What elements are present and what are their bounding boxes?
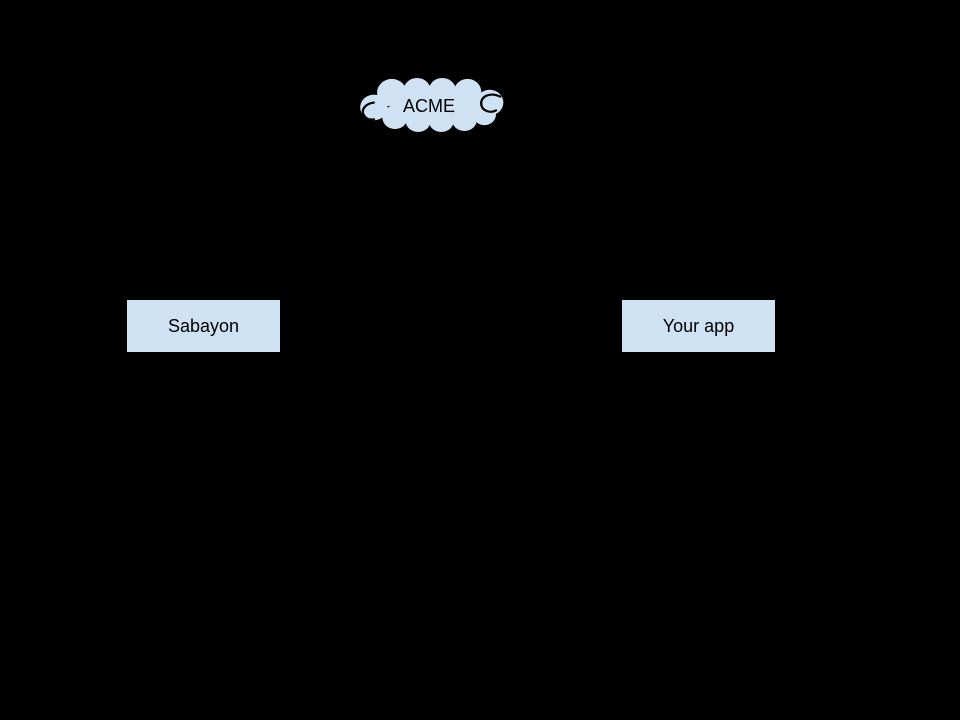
node-your-app: Your app xyxy=(622,300,775,352)
node-sabayon: Sabayon xyxy=(127,300,280,352)
cloud-left-curl xyxy=(361,101,376,121)
node-your-app-label: Your app xyxy=(662,315,735,336)
node-sabayon-label: Sabayon xyxy=(167,315,240,336)
cloud-shape-icon xyxy=(358,75,506,134)
acme-cloud-node: ACME xyxy=(356,75,516,134)
cloud-right-curl xyxy=(480,93,502,113)
